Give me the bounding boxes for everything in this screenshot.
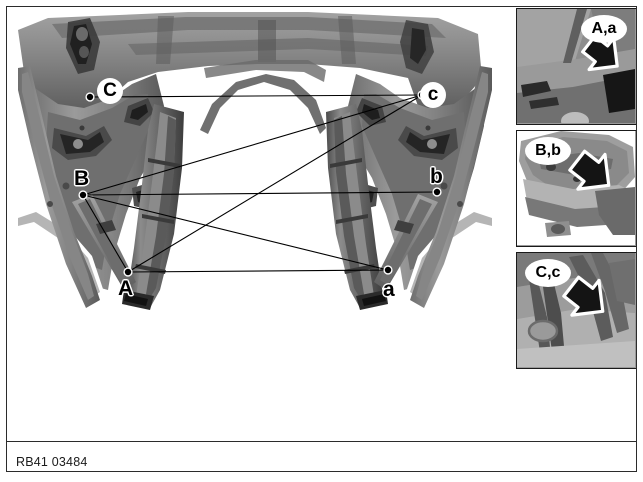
detail-panel-b-label: B,b [525,137,571,165]
detail-panel-c[interactable]: C,c [516,252,637,369]
point-label-A: A [118,277,134,300]
arrow-down-left-icon [562,275,605,317]
detail-photo-a [517,9,635,123]
point-label-a: a [383,278,395,301]
caption-divider [6,441,637,442]
detail-panel-a[interactable]: A,a [516,8,637,125]
main-vehicle-photo [8,8,502,438]
detail-photo-c [517,253,635,367]
point-label-b: b [430,165,443,188]
detail-panel-c-label: C,c [525,259,571,287]
detail-panel-b[interactable]: B,b [516,130,637,247]
arrow-down-left-icon [568,149,611,191]
detail-panel-column: A,a B,b [516,8,637,370]
point-label-c: c [420,82,446,108]
figure-caption: RB41 03484 [16,455,88,469]
vehicle-structure-illustration [8,8,502,438]
point-label-B: B [74,167,90,190]
arrow-down-left-icon [581,34,619,72]
detail-panel-a-label: A,a [581,15,627,43]
point-label-C: C [97,78,123,104]
